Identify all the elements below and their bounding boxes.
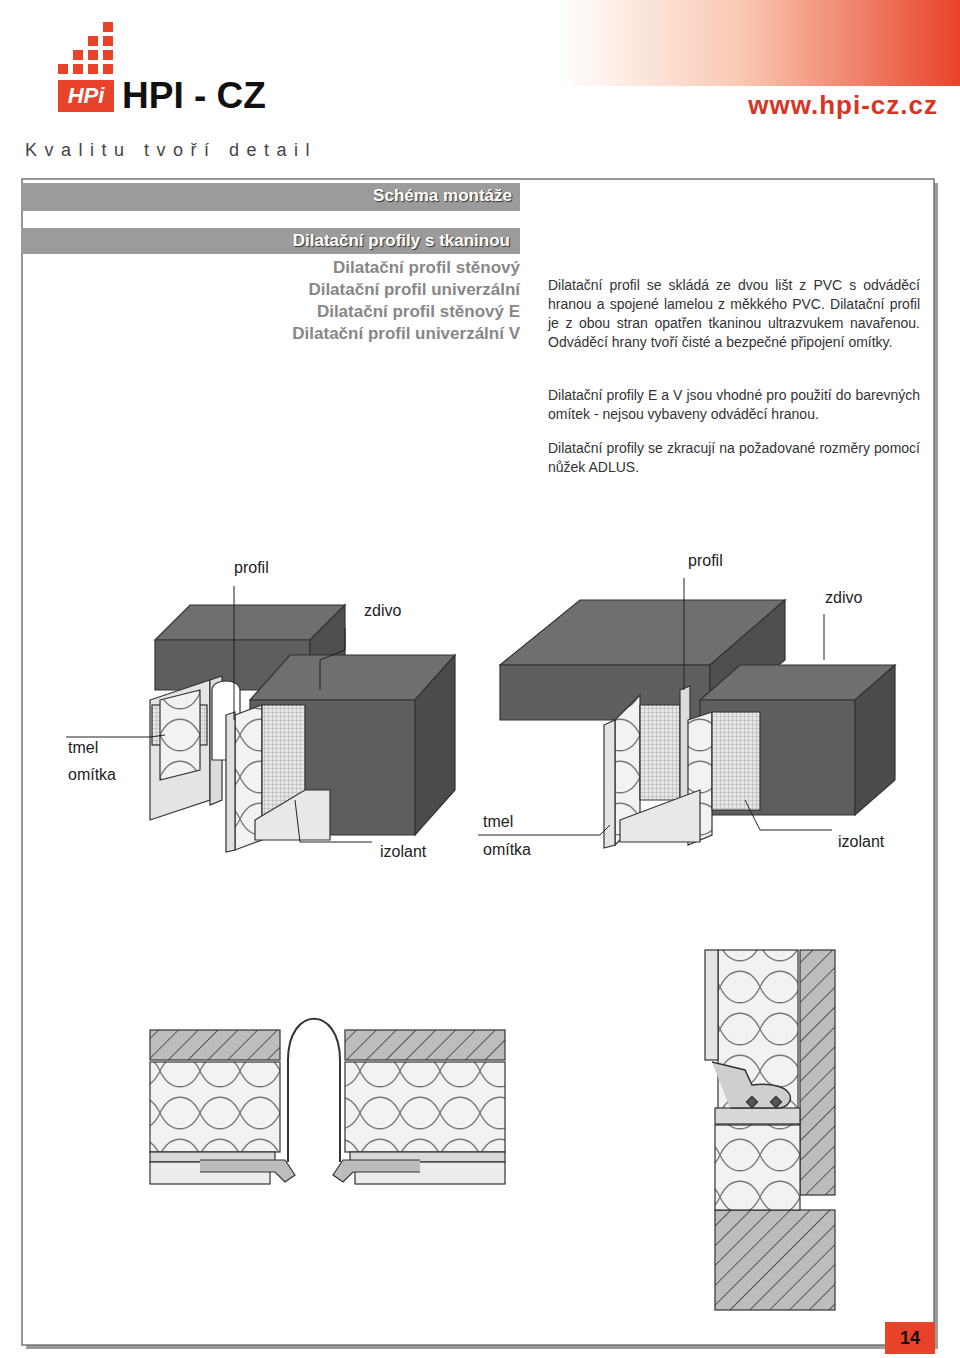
section-straight	[150, 1019, 505, 1184]
isometric-right	[500, 600, 895, 848]
node-text: HPi	[68, 83, 105, 109]
part-label: tmel	[481, 812, 515, 831]
node-text: 14	[900, 1328, 920, 1349]
leader-lines-right	[478, 578, 832, 835]
leader-lines-left	[66, 586, 372, 842]
description: Dilatační profil se skládá ze dvou lišt …	[548, 276, 920, 352]
part-label: zdivo	[823, 588, 864, 607]
product-name: Dilatační profil stěnový	[333, 258, 520, 278]
part-label: tmel	[66, 738, 100, 757]
product-name: Dilatační profil stěnový E	[317, 302, 520, 322]
slogan: Kvalitu tvoří detail	[25, 140, 317, 162]
main-frame	[22, 179, 934, 1345]
part-label: profil	[232, 558, 271, 577]
description: Dilatační profily E a V jsou vhodné pro …	[548, 386, 920, 424]
description: Dilatační profily se zkracují na požadov…	[548, 439, 920, 477]
product-name: Dilatační profil univerzální	[308, 280, 520, 300]
header-gradient	[560, 0, 960, 86]
website: www.hpi-cz.cz	[748, 90, 938, 121]
title-band	[22, 183, 520, 211]
section-title: Schéma montáže	[373, 186, 512, 206]
logo-box: HPi	[58, 80, 114, 112]
subtitle-band: Dilatační profily s tkaninou	[22, 228, 520, 254]
product-name: Dilatační profil univerzální V	[292, 324, 520, 344]
part-label: omítka	[66, 765, 118, 784]
section-corner	[705, 950, 835, 1310]
part-label: izolant	[378, 842, 428, 861]
part-label: profil	[686, 551, 725, 570]
part-label: omítka	[481, 840, 533, 859]
part-label: izolant	[836, 832, 886, 851]
node-text: Dilatační profily s tkaninou	[293, 231, 510, 251]
logo-squares	[58, 22, 113, 74]
part-label: zdivo	[362, 601, 403, 620]
isometric-left	[150, 605, 455, 852]
page-number-box: 14	[885, 1322, 935, 1354]
brand-name: HPI - CZ	[122, 74, 266, 118]
